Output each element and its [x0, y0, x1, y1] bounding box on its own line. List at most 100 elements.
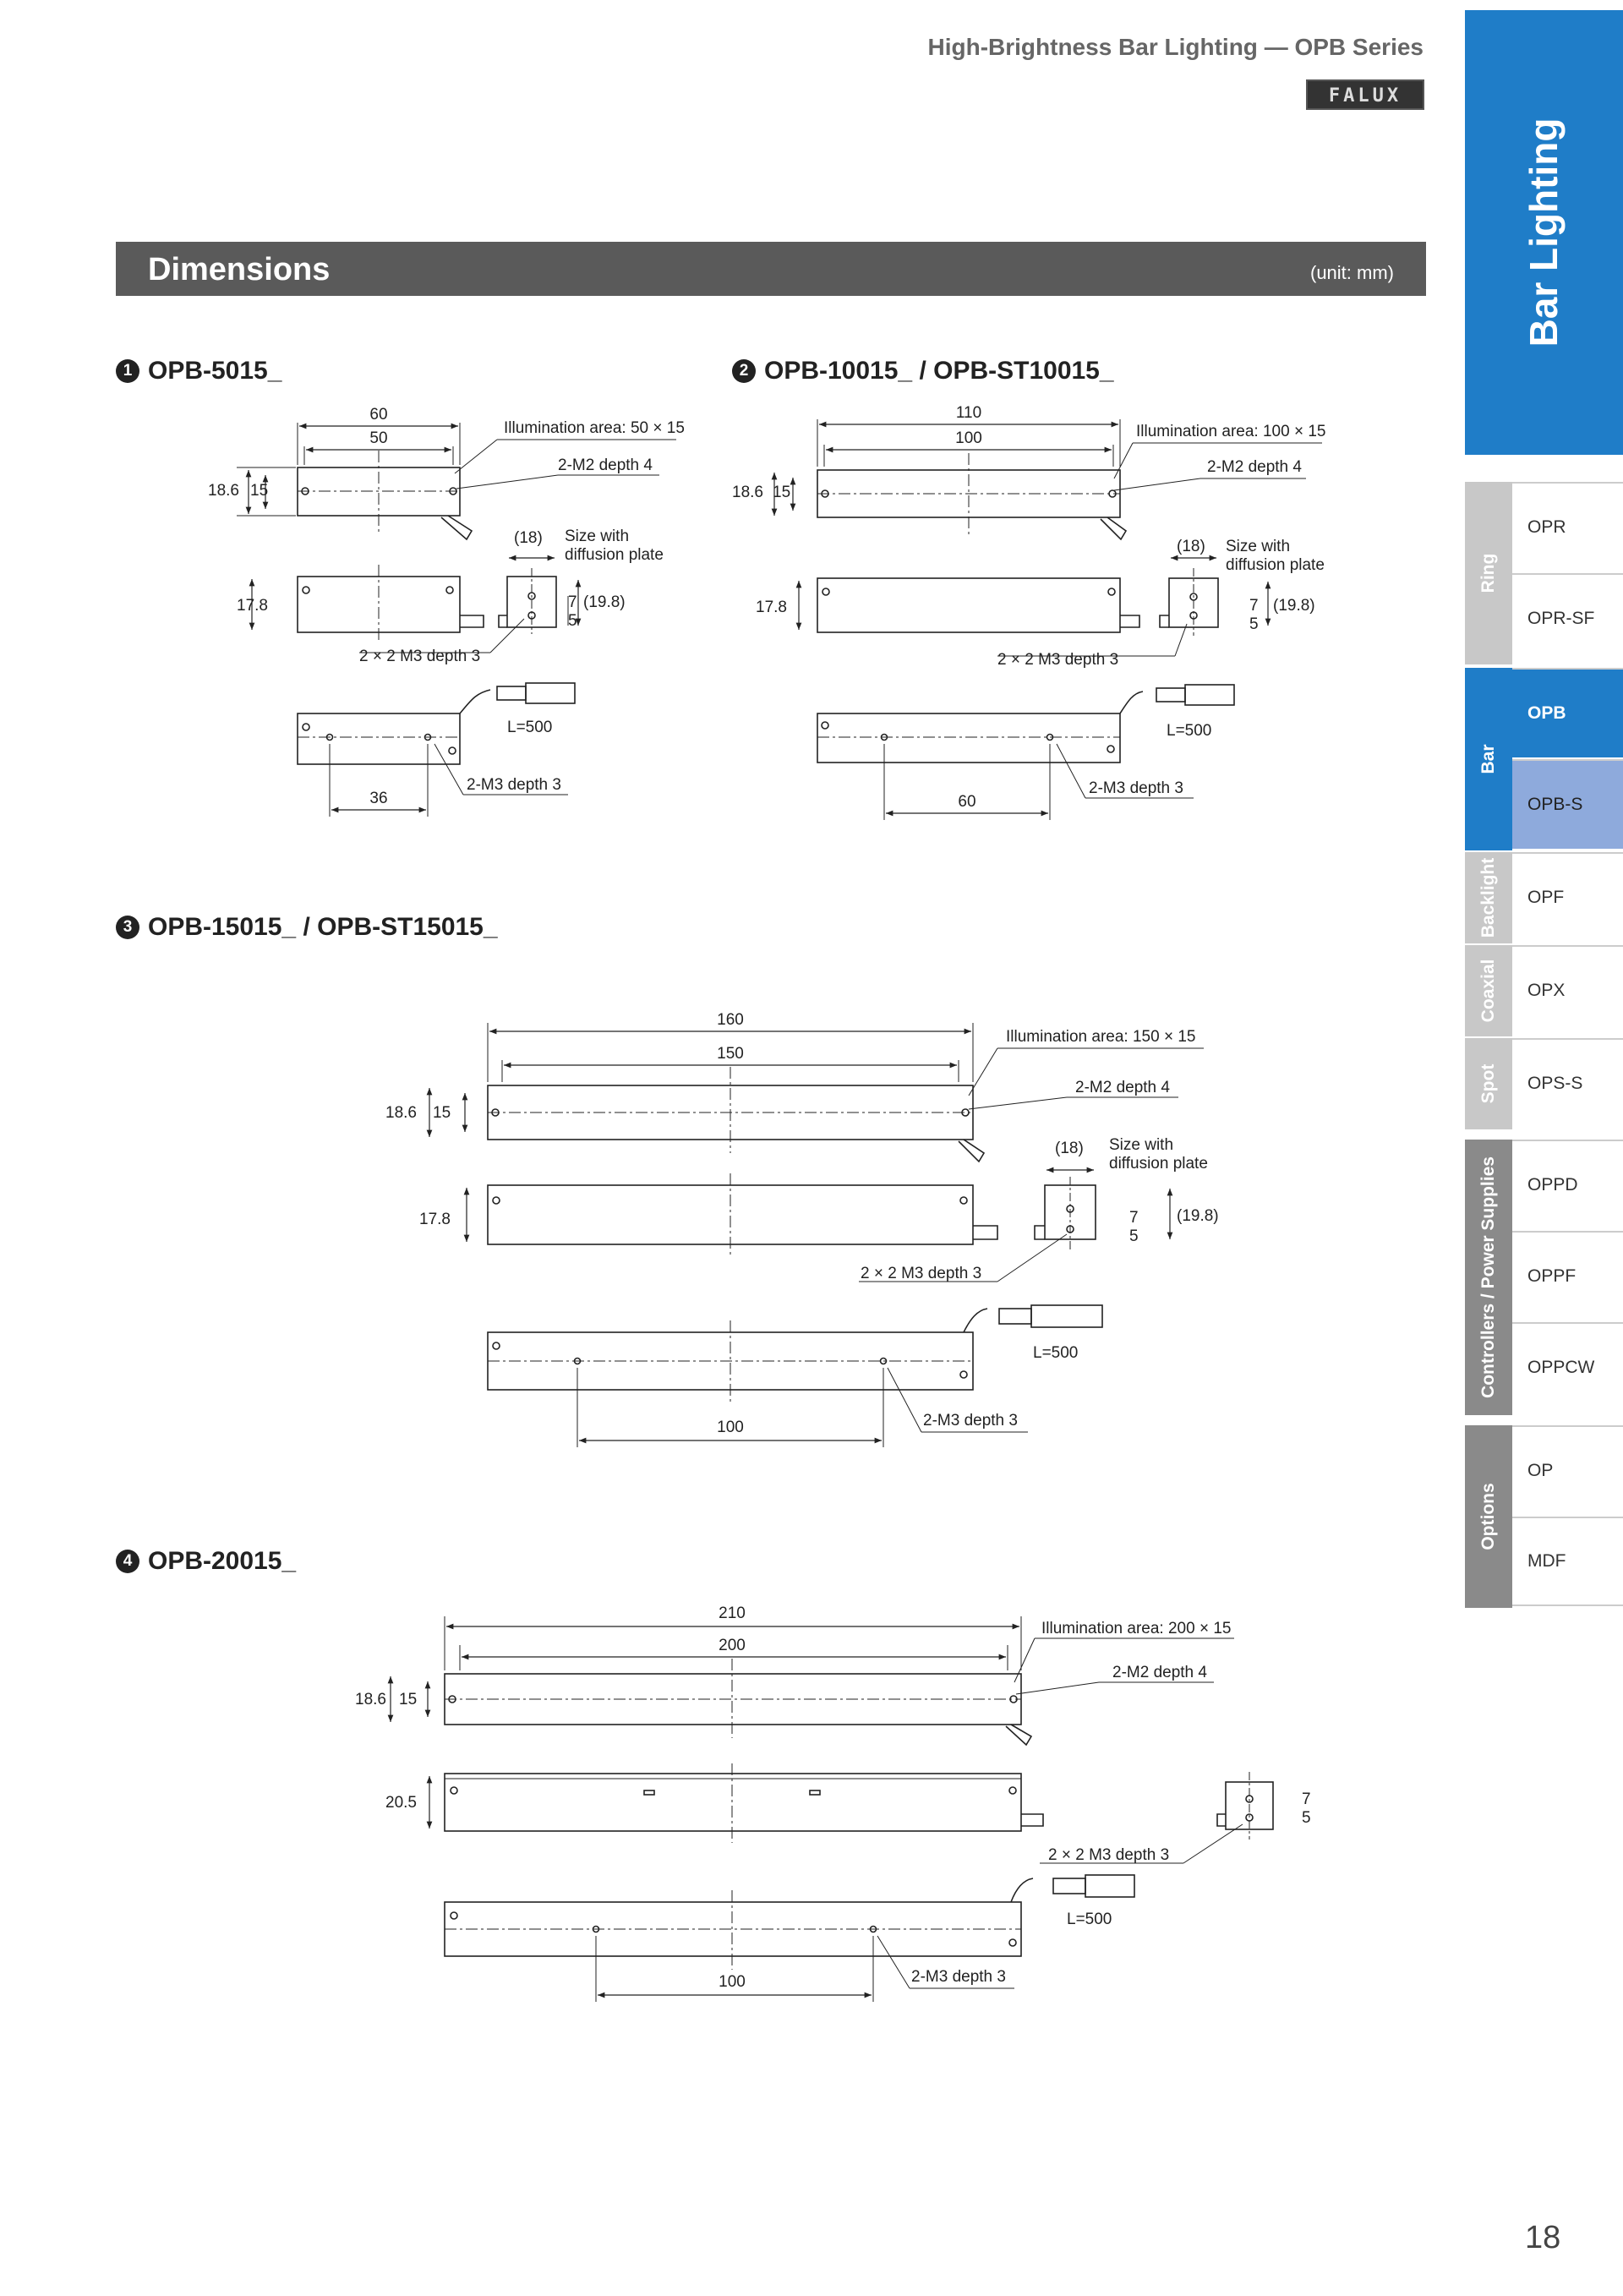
sidebar-item-opr[interactable]: OPR [1512, 482, 1623, 571]
sidebar-item-mdf[interactable]: MDF [1512, 1517, 1623, 1606]
f3-diffusion-2: diffusion plate [1109, 1155, 1208, 1173]
drawing-opb-15015: 160 150 Illumination area: 150 × 15 2-M2… [385, 1011, 1219, 1447]
sidebar-item-op[interactable]: OP [1512, 1425, 1623, 1515]
f1-height: 18.6 [208, 482, 239, 500]
figure-3-title: 3 OPB-15015_ / OPB-ST15015_ [116, 913, 498, 942]
category-options[interactable]: Options [1465, 1425, 1512, 1608]
f2-cable: L=500 [1167, 722, 1211, 740]
f3-height: 18.6 [385, 1104, 417, 1122]
f1-holes-top: 2-M2 depth 4 [558, 456, 653, 474]
f3-end-w: (18) [1055, 1140, 1084, 1157]
figure-2-number: 2 [732, 359, 756, 383]
figure-3-number: 3 [116, 916, 139, 939]
f3-holes-top: 2-M2 depth 4 [1075, 1079, 1170, 1096]
figure-1-label: OPB-5015_ [148, 357, 282, 385]
drawing-opb-10015: 110 100 Illumination area: 100 × 15 2-M2… [732, 404, 1325, 820]
f3-side-h: 17.8 [419, 1211, 451, 1228]
f4-area-len: 200 [719, 1637, 746, 1654]
f3-area-len: 150 [717, 1045, 744, 1063]
f1-illum: Illumination area: 50 × 15 [504, 419, 685, 437]
f2-bottom-holes: 2-M3 depth 3 [1089, 779, 1183, 797]
f4-end-b: 5 [1302, 1809, 1311, 1827]
category-ring[interactable]: Ring [1465, 482, 1512, 664]
f3-end-h: (19.8) [1177, 1207, 1219, 1225]
figure-2-label: OPB-10015_ / OPB-ST10015_ [764, 357, 1114, 385]
f1-end-a: 7 [568, 593, 577, 611]
f4-height: 18.6 [355, 1691, 386, 1708]
category-coaxial[interactable]: Coaxial [1465, 945, 1512, 1036]
category-bar[interactable]: Bar [1465, 668, 1512, 850]
f1-side-holes: 2 × 2 M3 depth 3 [359, 648, 480, 665]
sidebar-item-opf[interactable]: OPF [1512, 852, 1623, 942]
f3-end-b: 5 [1129, 1227, 1139, 1245]
f4-illum: Illumination area: 200 × 15 [1041, 1620, 1231, 1637]
f4-bottom-holes: 2-M3 depth 3 [911, 1968, 1006, 1986]
brand-logo: FALUX [1306, 79, 1424, 110]
f1-hole-pitch: 36 [369, 790, 387, 807]
f1-end-w: (18) [514, 529, 543, 547]
f4-end-a: 7 [1302, 1790, 1311, 1808]
sidebar-item-opb-s[interactable]: OPB-S [1512, 759, 1623, 849]
f2-outer-len: 110 [956, 404, 981, 422]
f4-side-holes: 2 × 2 M3 depth 3 [1048, 1846, 1169, 1864]
f2-diffusion-1: Size with [1226, 538, 1290, 555]
f3-illum: Illumination area: 150 × 15 [1006, 1028, 1195, 1046]
category-spot-label: Spot [1478, 1063, 1498, 1104]
f2-area-len: 100 [955, 429, 982, 447]
section-header: Dimensions (unit: mm) [116, 242, 1426, 296]
category-backlight[interactable]: Backlight [1465, 852, 1512, 943]
f1-area-len: 50 [369, 429, 387, 447]
f4-side-h: 20.5 [385, 1794, 417, 1812]
f1-inner-h: 15 [250, 482, 268, 500]
unit-note: (unit: mm) [1310, 262, 1394, 283]
category-ring-label: Ring [1478, 553, 1498, 593]
f4-outer-len: 210 [719, 1604, 746, 1622]
f3-inner-h: 15 [433, 1104, 451, 1122]
f2-height: 18.6 [732, 484, 763, 501]
category-backlight-label: Backlight [1478, 857, 1498, 938]
category-controllers[interactable]: Controllers / Power Supplies [1465, 1140, 1512, 1415]
f3-outer-len: 160 [717, 1011, 744, 1029]
sidebar-item-oppf[interactable]: OPPF [1512, 1231, 1623, 1320]
f2-inner-h: 15 [773, 484, 790, 501]
category-bar-label: Bar [1478, 744, 1498, 774]
page-number: 18 [1525, 2220, 1561, 2255]
f3-side-holes: 2 × 2 M3 depth 3 [861, 1265, 981, 1282]
category-spot[interactable]: Spot [1465, 1038, 1512, 1129]
f1-outer-len: 60 [369, 406, 387, 424]
sidebar-main-tab[interactable]: Bar Lighting [1465, 10, 1623, 455]
f1-bottom-holes: 2-M3 depth 3 [467, 776, 561, 794]
sidebar-item-ops-s[interactable]: OPS-S [1512, 1038, 1623, 1128]
f2-side-h: 17.8 [756, 599, 787, 616]
f2-hole-pitch: 60 [958, 793, 975, 811]
figure-3-label: OPB-15015_ / OPB-ST15015_ [148, 913, 498, 941]
f2-holes-top: 2-M2 depth 4 [1207, 458, 1302, 476]
f3-end-a: 7 [1129, 1209, 1139, 1227]
f1-end-b: 5 [568, 612, 577, 630]
sidebar-item-opx[interactable]: OPX [1512, 945, 1623, 1035]
f2-end-a: 7 [1249, 597, 1259, 615]
drawing-opb-20015: 210 200 Illumination area: 200 × 15 2-M2… [355, 1604, 1311, 2002]
figure-4-label: OPB-20015_ [148, 1547, 297, 1575]
f4-holes-top: 2-M2 depth 4 [1112, 1664, 1207, 1681]
f1-diffusion-1: Size with [565, 528, 629, 545]
f4-hole-pitch: 100 [719, 1973, 746, 1991]
figure-4-number: 4 [116, 1550, 139, 1573]
f2-side-holes: 2 × 2 M3 depth 3 [997, 651, 1118, 669]
sidebar-main-label: Bar Lighting [1522, 118, 1566, 347]
section-title: Dimensions [148, 252, 331, 287]
sidebar-item-opr-sf[interactable]: OPR-SF [1512, 573, 1623, 663]
figure-2-title: 2 OPB-10015_ / OPB-ST10015_ [732, 357, 1114, 385]
sidebar-item-oppd[interactable]: OPPD [1512, 1140, 1623, 1229]
category-coaxial-label: Coaxial [1478, 959, 1498, 1023]
f3-bottom-holes: 2-M3 depth 3 [923, 1412, 1018, 1430]
f4-inner-h: 15 [399, 1691, 417, 1708]
f3-hole-pitch: 100 [717, 1419, 744, 1436]
category-options-label: Options [1478, 1483, 1498, 1550]
f2-illum: Illumination area: 100 × 15 [1136, 423, 1325, 440]
f2-end-b: 5 [1249, 615, 1259, 633]
sidebar-item-opb[interactable]: OPB [1512, 668, 1623, 757]
sidebar-item-oppcw[interactable]: OPPCW [1512, 1322, 1623, 1412]
f2-diffusion-2: diffusion plate [1226, 556, 1325, 574]
f2-end-w: (18) [1177, 538, 1205, 555]
